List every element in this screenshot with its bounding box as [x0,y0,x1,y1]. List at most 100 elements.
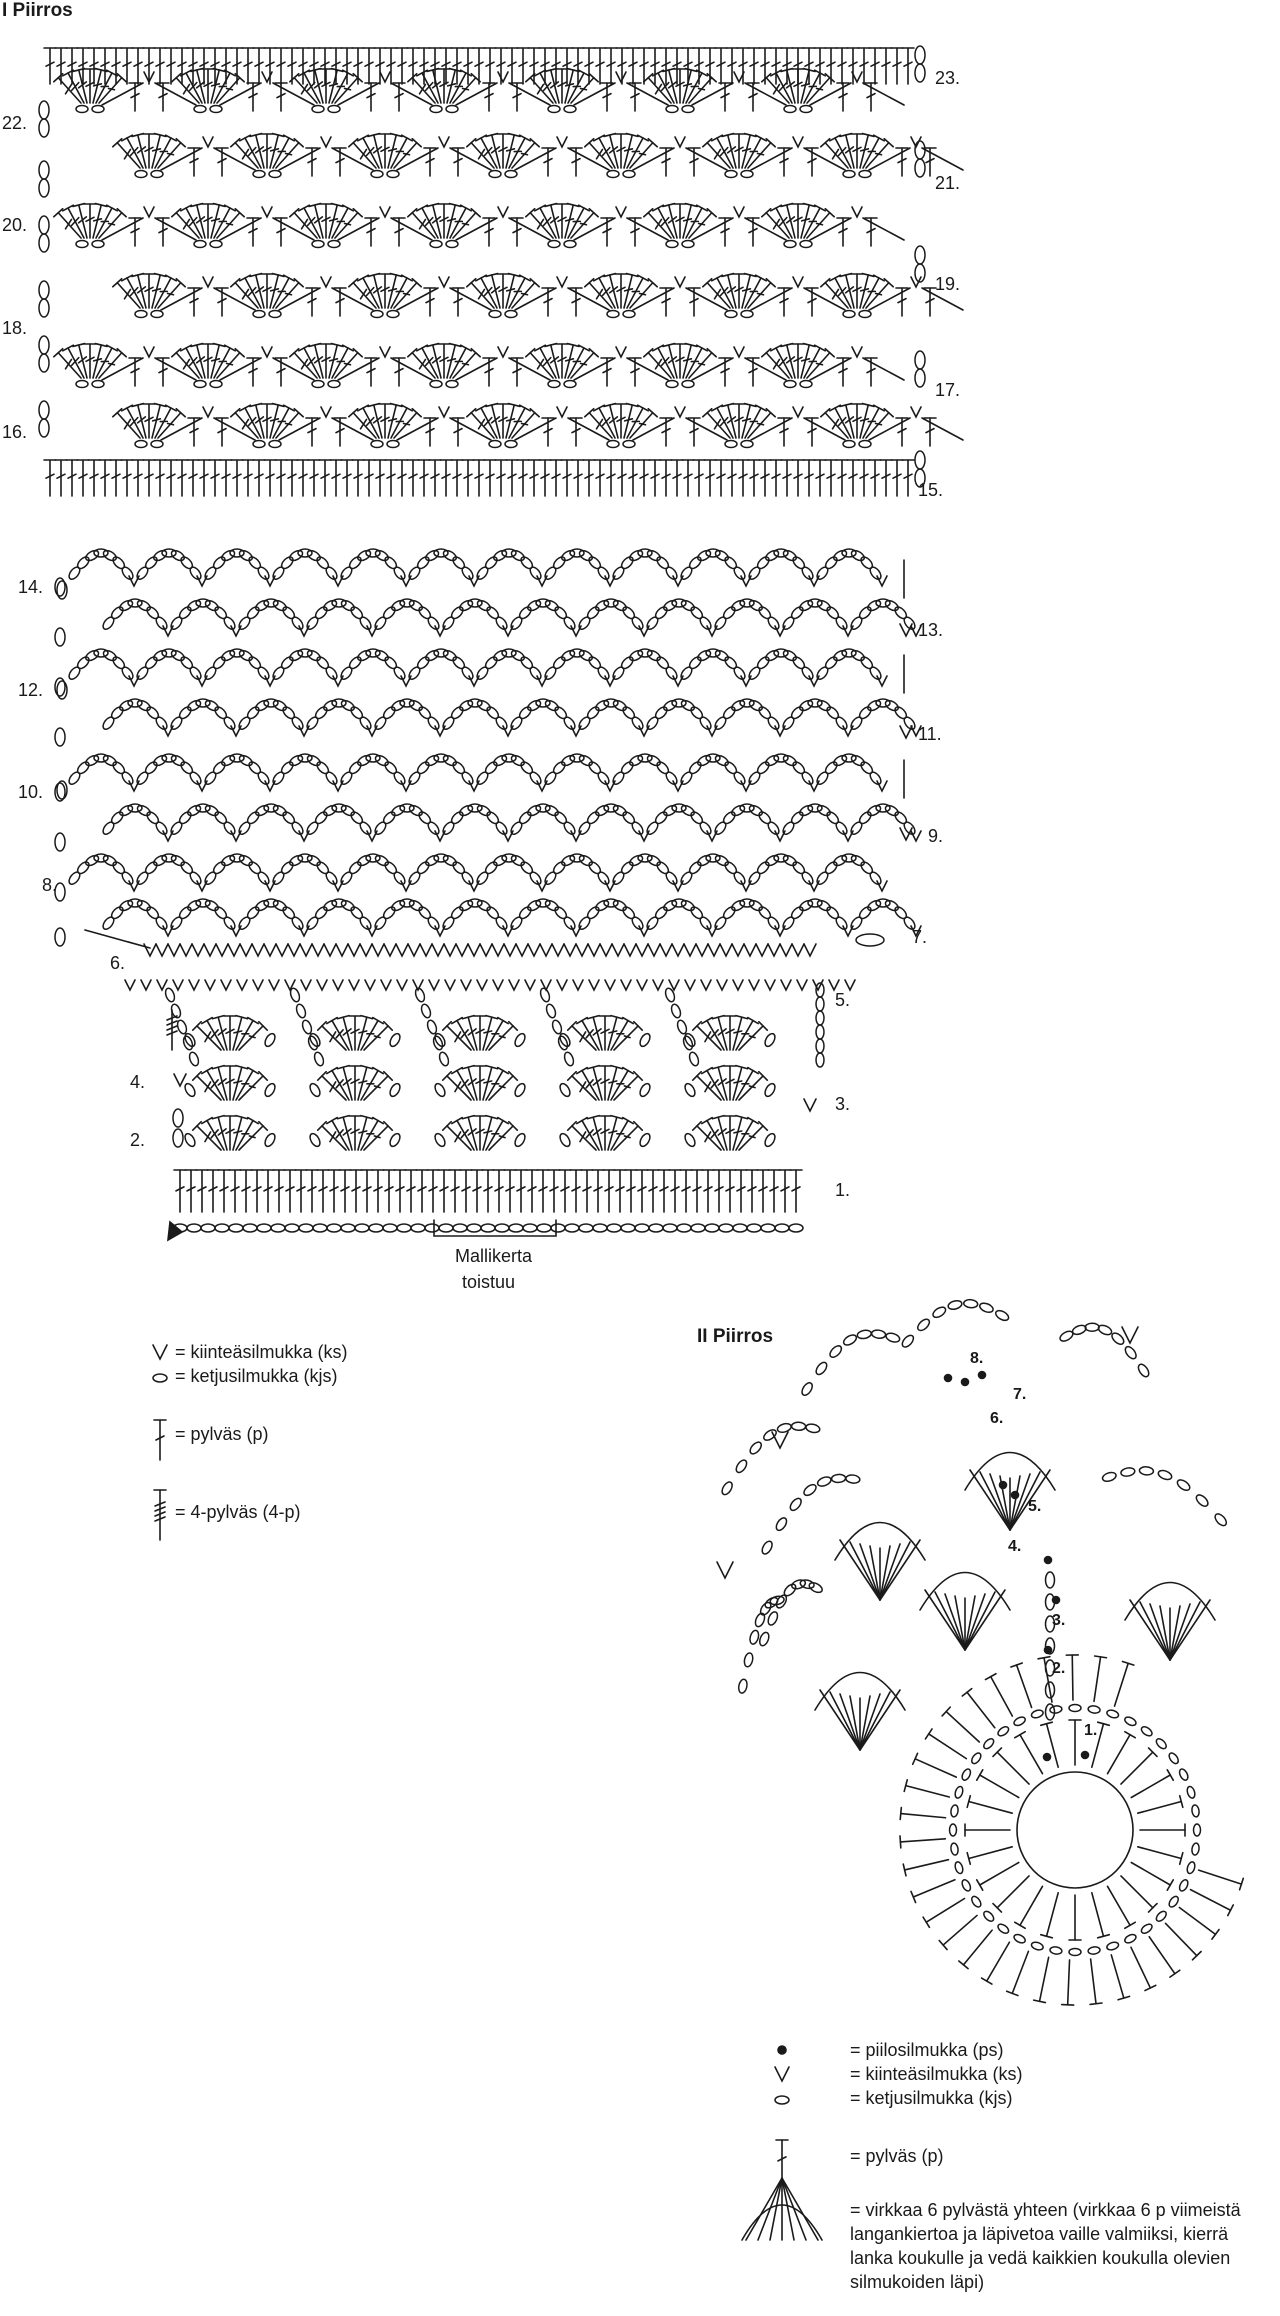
dc-stitch [891,460,903,496]
dc-stitch [1115,1661,1134,1706]
chain-stitch [485,905,500,921]
chain-stitch [183,1082,197,1098]
sc-stitch [288,944,300,956]
dc-stitch [896,418,908,446]
chain-stitch [169,615,184,631]
dc-stitch [614,1170,626,1212]
row-number-19: 19. [935,274,960,295]
chain-stitch [528,565,543,581]
sc-stitch [911,831,921,841]
dc-stitch [903,1860,948,1876]
sc-stitch [360,944,372,956]
sc-stitch [564,944,576,956]
chain-stitch [373,915,388,931]
chain-stitch [689,705,704,721]
chain-stitch [417,605,432,621]
chain-stitch [76,241,88,248]
chain-stitch [954,1861,964,1875]
sc-stitch [720,944,732,956]
chain-stitch [339,870,354,886]
chain-stitch [271,1224,285,1232]
chain-stitch [915,159,925,177]
chain-stitch [560,754,576,768]
dc-stitch [493,1170,505,1212]
sc-stitch [744,944,756,956]
dc-stitch [132,48,144,84]
chain-stitch [722,705,737,721]
dc-stitch [583,460,595,496]
chain-stitch [203,665,218,681]
dc-stitch [1138,1847,1183,1864]
dc-stitch [121,460,133,496]
chain-stitch [151,171,163,178]
chain-stitch [110,810,125,826]
dc-stitch [757,1170,769,1212]
chain-stitch [67,665,82,681]
chain-stitch [426,915,441,931]
sc-stitch [612,944,624,956]
chain-stitch [222,715,237,731]
chain-stitch [543,665,558,681]
chain-stitch [92,241,104,248]
chain-stitch [526,804,542,818]
chain-stitch [392,870,407,886]
sc-stitch [675,407,685,417]
chain-stitch [451,860,466,876]
dc-stitch [1149,1937,1180,1977]
dc-stitch [836,460,848,496]
chain-stitch [784,241,796,248]
dc-stitch [1007,1951,1029,1995]
dc-stitch [967,1847,1012,1864]
dc-stitch [462,460,474,496]
chain-stitch [285,1224,299,1232]
chain-stitch [676,1019,688,1035]
chain-stitch [1139,1466,1154,1475]
chain-stitch [808,1581,824,1595]
chain-stitch [489,441,501,448]
dc-stitch [770,48,782,84]
dc-stitch [594,460,606,496]
sc-stitch [775,2067,789,2081]
sc-stitch [156,944,168,956]
chain-stitch [834,615,849,631]
row-number-2: 2. [130,1130,145,1151]
slip-stitch [1044,1754,1051,1761]
dc-stitch [157,218,169,246]
chain-stitch [562,715,577,731]
dc-stitch [77,48,89,84]
chain-stitch [118,804,134,818]
sc-stitch [381,980,391,990]
chain-stitch [306,754,322,768]
chain-stitch [868,770,883,786]
chain-stitch [306,549,322,563]
chain-stitch [1123,1933,1137,1945]
repeat-note-line2: toistuu [462,1272,515,1293]
sc-stitch [321,407,331,417]
sc-stitch [324,944,336,956]
chain-stitch [832,649,848,663]
chain-stitch [254,804,270,818]
chain-stitch [1106,1709,1120,1719]
chain-stitch [688,555,703,571]
chain-stitch [816,1025,824,1039]
chain-stitch [407,870,422,886]
chain-stitch [373,615,388,631]
chain-stitch [118,599,134,613]
chain-stitch [290,820,305,836]
sc-stitch [576,944,588,956]
chain-stitch [438,1051,450,1067]
chain-stitch [509,915,524,931]
dc-stitch [1199,1870,1244,1890]
dc-stitch [781,460,793,496]
chain-stitch [682,241,694,248]
dc-stitch [484,48,496,84]
dc-stitch [768,1170,780,1212]
chain-stitch [513,1082,527,1098]
dc-stitch [616,460,628,496]
chain-stitch [495,1224,509,1232]
chain-stitch [210,106,222,113]
chain-stitch [426,820,441,836]
chain-stitch [859,860,874,876]
chain-stitch [1088,1705,1101,1714]
chain-stitch [915,451,925,469]
